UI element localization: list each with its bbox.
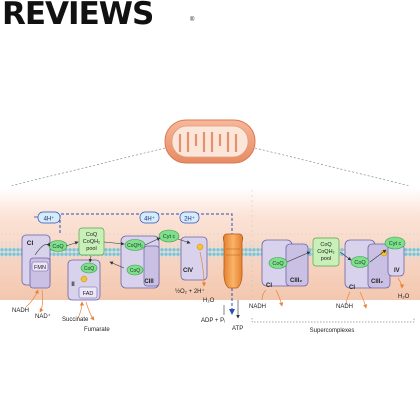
- water-left-label: H₂O: [203, 298, 215, 304]
- sc1-coq-label: CoQ: [272, 261, 284, 267]
- supercomplexes-label: Supercomplexes: [310, 328, 355, 334]
- ciii-label: CIII: [144, 279, 154, 285]
- cytc-left: [158, 229, 180, 243]
- sc2-cytc: [384, 236, 406, 250]
- header: REVIEWS ®: [0, 0, 420, 34]
- nad-label: NAD⁺: [35, 313, 51, 320]
- supercomplex-bracket: [251, 318, 415, 323]
- fumarate-label: Fumarate: [84, 327, 110, 333]
- sc2-cytc-label: Cyt c: [389, 241, 402, 247]
- mitochondrion-icon: [164, 119, 256, 164]
- coq-cii-label: CoQ: [84, 266, 94, 272]
- registered-mark: ®: [190, 17, 195, 23]
- svg-text:CoQH₂: CoQH₂: [317, 249, 334, 255]
- sc1-ciii-label: CIII₂: [290, 278, 302, 284]
- complex-i: FMN CI: [21, 234, 51, 289]
- proton-badge-ciii: 4H⁺: [139, 211, 160, 224]
- water-right-label: H₂O: [398, 294, 410, 300]
- nadh-right-1: NADH: [249, 304, 266, 310]
- oxygen-label: ½O₂ + 2H⁺: [175, 288, 205, 295]
- svg-text:CoQ: CoQ: [86, 232, 98, 238]
- coq-pool-right: CoQ CoQH₂ pool: [312, 237, 340, 267]
- coq-ciii: [126, 264, 144, 276]
- atp-synthase: [222, 233, 244, 289]
- proton-badge-civ: 2H⁺: [179, 211, 200, 224]
- coq-ciii-label: CoQ: [130, 268, 140, 274]
- coq-pool-left: CoQ CoQH₂ pool: [78, 227, 105, 256]
- proton-badge-ci: 4H⁺: [37, 211, 61, 224]
- civ-label: CIV: [183, 268, 193, 274]
- brand-logo: REVIEWS: [2, 0, 154, 32]
- fmn-label: FMN: [34, 265, 46, 271]
- coq-cii: [80, 262, 98, 274]
- svg-text:2H⁺: 2H⁺: [184, 216, 195, 223]
- svg-text:CoQH₂: CoQH₂: [83, 239, 100, 245]
- nadh-right-2: NADH: [336, 304, 353, 310]
- svg-text:4H⁺: 4H⁺: [44, 216, 55, 223]
- svg-text:4H⁺: 4H⁺: [144, 216, 155, 223]
- sc2-ciii-label: CIII₂: [371, 279, 383, 285]
- atp-label: ATP: [232, 326, 243, 332]
- sc2-coq: [350, 256, 370, 268]
- sc2-coq-label: CoQ: [354, 260, 366, 266]
- electron-civ: [196, 243, 204, 251]
- sc2-civ-label: IV: [394, 268, 400, 274]
- svg-text:pool: pool: [321, 256, 331, 262]
- adp-label: ADP + Pᵢ: [201, 318, 225, 324]
- zoom-line-left: [9, 147, 166, 187]
- svg-text:pool: pool: [86, 246, 96, 252]
- succinate-label: Succinate: [62, 317, 89, 323]
- sc1-ci-label: CI: [266, 283, 272, 289]
- coq-ci-label: CoQ: [52, 244, 64, 250]
- coqh2-label: CoQH₂: [127, 243, 143, 249]
- fad-label: FAD: [83, 291, 94, 297]
- nadh-label: NADH: [12, 308, 29, 314]
- sc2-ci-label: CI: [349, 285, 355, 291]
- svg-text:CoQ: CoQ: [320, 242, 332, 248]
- zoom-line-right: [254, 147, 411, 187]
- ci-label: CI: [27, 240, 34, 247]
- cii-label: II: [71, 282, 75, 288]
- electron-cii: [80, 275, 88, 283]
- sc1-coq: [268, 257, 288, 269]
- cytc-left-label: Cyt c: [163, 234, 176, 240]
